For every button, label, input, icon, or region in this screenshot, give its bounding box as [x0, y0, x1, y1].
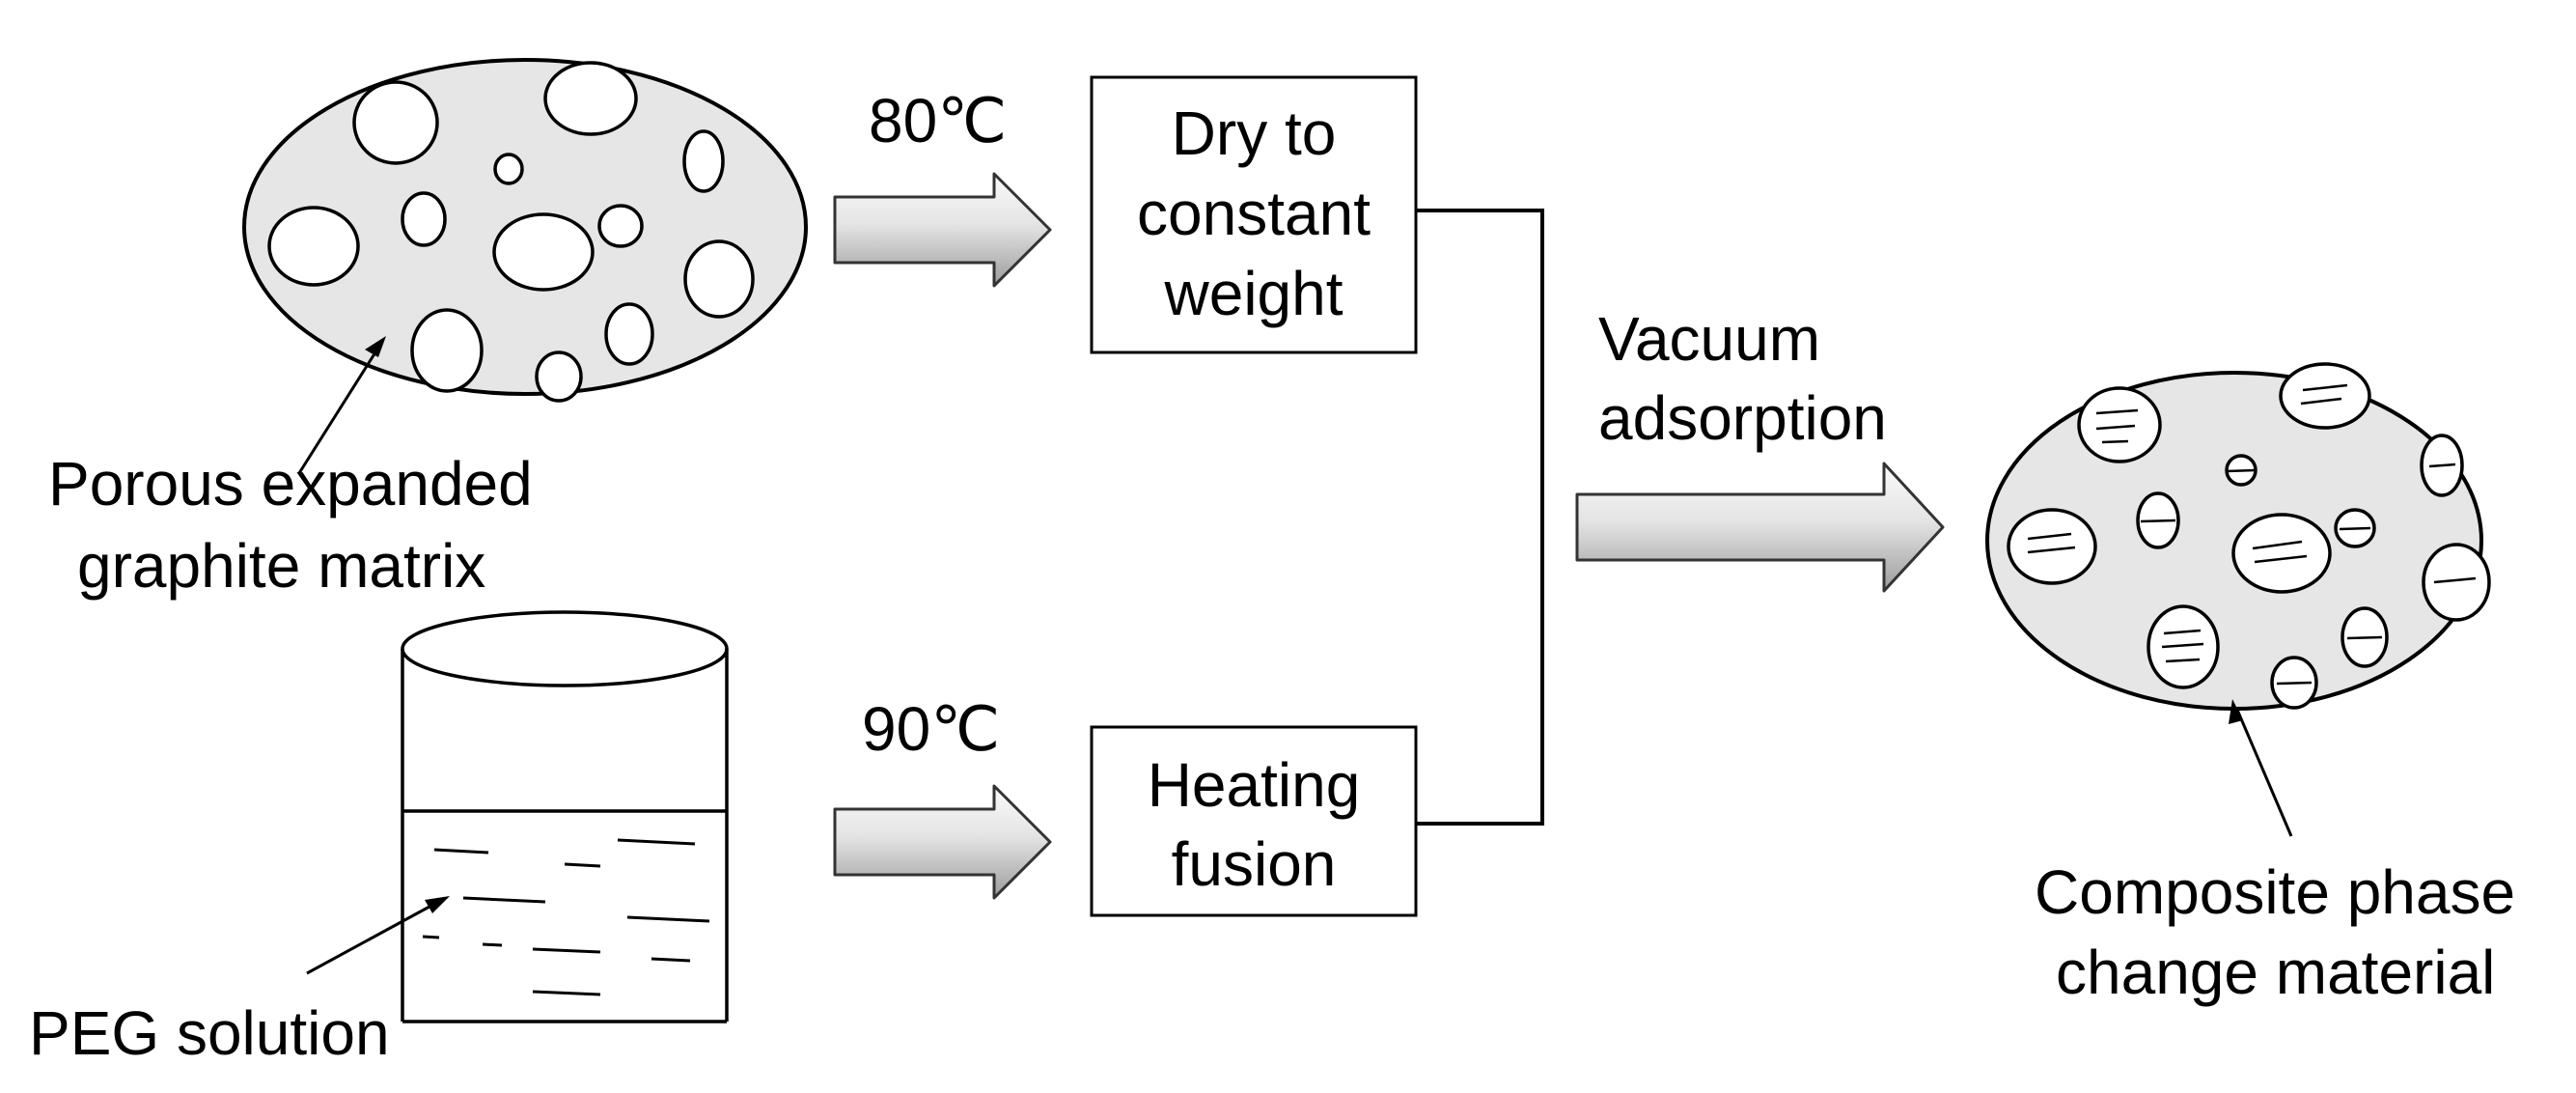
heating-box-line2: fusion	[1172, 829, 1337, 899]
matrix-label-line1: Porous expanded	[48, 449, 533, 518]
dry-constant-weight-box: Dry to constant weight	[1090, 75, 1418, 354]
arrow-bottom-right	[833, 784, 1052, 900]
composite-label-line1: Composite phase	[2035, 857, 2515, 927]
peg-beaker	[401, 610, 729, 1023]
dry-box-line2: constant	[1137, 179, 1371, 248]
vacuum-label-line1: Vacuum	[1598, 304, 1820, 374]
temperature-top-label: 80℃	[869, 86, 1007, 155]
vacuum-label-line2: adsorption	[1598, 383, 1887, 453]
matrix-label-line2: graphite matrix	[77, 531, 485, 601]
composite-pcm	[1985, 362, 2491, 711]
dry-box-line3: weight	[1164, 259, 1343, 328]
heating-fusion-box: Heating fusion	[1090, 725, 1418, 917]
peg-label: PEG solution	[29, 998, 390, 1068]
porous-graphite-matrix	[242, 58, 808, 403]
composite-pointer-arrow	[2229, 699, 2293, 837]
heating-box-line1: Heating	[1148, 750, 1361, 820]
dry-box-line1: Dry to	[1172, 98, 1337, 168]
arrow-vacuum-adsorption	[1575, 462, 1945, 593]
peg-liquid-lines	[422, 838, 710, 996]
merge-connector	[1416, 209, 1544, 826]
matrix-pointer-arrow	[297, 336, 386, 474]
peg-pointer-arrow	[306, 896, 450, 975]
composite-label-line2: change material	[2056, 938, 2495, 1007]
temperature-bottom-label: 90℃	[862, 694, 1000, 764]
arrow-top-right	[833, 172, 1052, 288]
